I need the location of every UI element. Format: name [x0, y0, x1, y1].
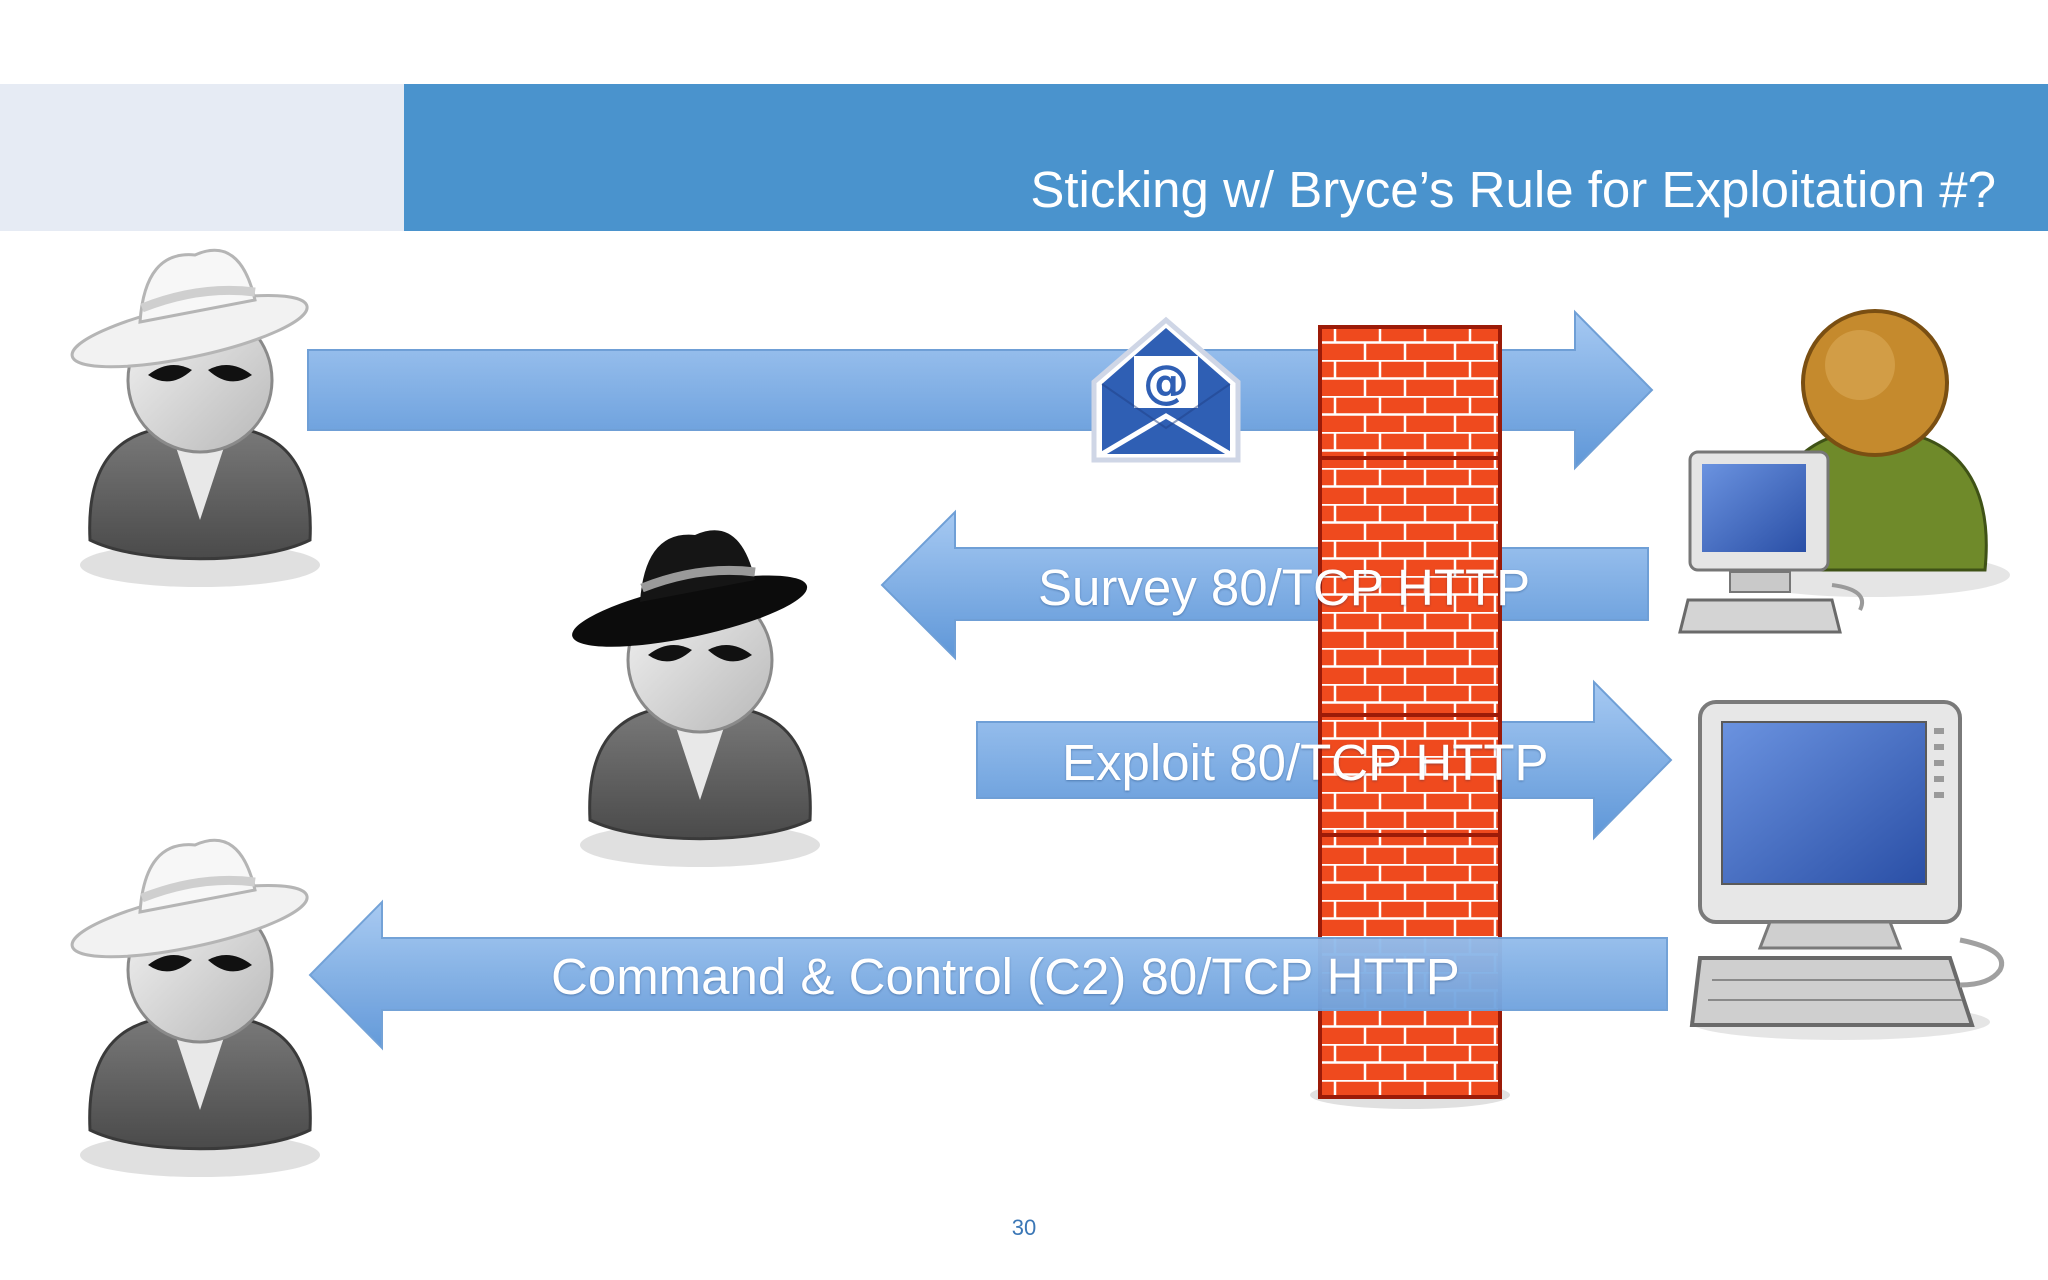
survey-arrow-label: Survey 80/TCP HTTP [1038, 559, 1531, 616]
user-workstation-icon [1678, 309, 2010, 634]
desktop-computer-icon [1689, 700, 2004, 1040]
spy-white-hat-icon-top [67, 250, 322, 589]
c2-arrow-label: Command & Control (C2) 80/TCP HTTP [551, 948, 1460, 1005]
page-number: 30 [1011, 1215, 1037, 1240]
svg-text:@: @ [1143, 355, 1189, 409]
slide-title: Sticking w/ Bryce’s Rule for Exploitatio… [1030, 161, 1996, 218]
spy-black-hat-icon [567, 530, 822, 869]
arrow-delivery-right [307, 309, 1654, 471]
arrow-c2-left [308, 899, 1668, 1051]
spy-white-hat-icon-bottom [67, 840, 322, 1179]
header-bar [404, 84, 2048, 231]
header-left-panel [0, 84, 404, 231]
exploit-arrow-label: Exploit 80/TCP HTTP [1062, 734, 1549, 791]
email-icon: @ [1091, 316, 1241, 463]
